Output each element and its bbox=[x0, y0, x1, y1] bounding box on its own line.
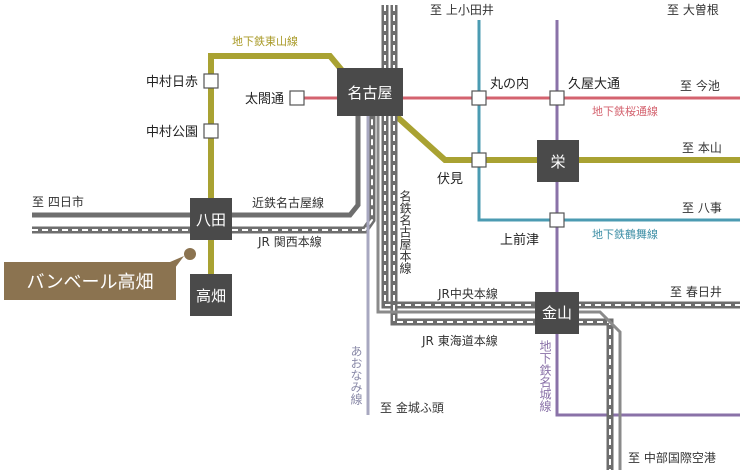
station-kamimaezu[interactable] bbox=[549, 212, 565, 228]
station-kanayama[interactable]: 金山 bbox=[535, 292, 579, 334]
dest-yokkaichi: 至 四日市 bbox=[32, 194, 84, 209]
station-nakamura-nisseki[interactable] bbox=[203, 73, 219, 89]
label-jr-chuo-line: JR中央本線 bbox=[437, 286, 498, 301]
dest-kinjo-futo: 至 金城ふ頭 bbox=[380, 400, 444, 415]
label-sakura-line: 地下鉄桜通線 bbox=[592, 104, 658, 118]
station-takabata[interactable]: 高畑 bbox=[190, 274, 232, 316]
label-tsurumai-line: 地下鉄鶴舞線 bbox=[592, 227, 658, 241]
dest-motoyama: 至 本山 bbox=[682, 141, 722, 155]
label-higashiyama-line: 地下鉄東山線 bbox=[232, 34, 298, 48]
label-marunouchi: 丸の内 bbox=[490, 76, 529, 92]
label-hisaya-odori: 久屋大通 bbox=[568, 77, 620, 92]
station-hisaya-odori[interactable] bbox=[549, 90, 565, 106]
tsurumai-line bbox=[477, 20, 740, 222]
label-nakamura-nisseki: 中村日赤 bbox=[146, 75, 198, 90]
property-location-marker bbox=[184, 248, 196, 260]
dest-ozone: 至 大曽根 bbox=[667, 2, 719, 17]
label-kamimaezu: 上前津 bbox=[500, 232, 539, 248]
label-fushimi: 伏見 bbox=[437, 172, 463, 187]
label-meitetsu-line: 名鉄名古屋本線 bbox=[398, 189, 412, 274]
station-sakae-label: 栄 bbox=[550, 153, 565, 171]
station-marunouchi[interactable] bbox=[471, 90, 487, 106]
station-nagoya-label: 名古屋 bbox=[347, 84, 392, 102]
station-takabata-label: 高畑 bbox=[196, 287, 226, 305]
label-kintetsu-line: 近鉄名古屋線 bbox=[252, 195, 324, 210]
label-meijo-line: 地下鉄名城線 bbox=[538, 340, 552, 412]
property-callout[interactable]: バンベール高畑 bbox=[4, 248, 196, 300]
label-aonami-line: あおなみ線 bbox=[349, 345, 363, 405]
station-kanayama-label: 金山 bbox=[542, 304, 572, 322]
meitetsu-line bbox=[376, 115, 622, 470]
station-sakae[interactable]: 栄 bbox=[537, 140, 579, 182]
label-jr-tokaido-line: JR 東海道本線 bbox=[421, 333, 498, 348]
jr-tokaido-line bbox=[390, 5, 614, 470]
label-taiko-dori: 太閤通 bbox=[245, 92, 284, 107]
callout-box bbox=[4, 262, 176, 300]
dest-kamiotai: 至 上小田井 bbox=[430, 3, 494, 17]
station-nakamura-koen[interactable] bbox=[203, 123, 219, 139]
station-fushimi[interactable] bbox=[471, 152, 487, 168]
station-nagoya[interactable]: 名古屋 bbox=[337, 68, 403, 116]
station-hatta[interactable]: 八田 bbox=[190, 198, 232, 240]
station-taiko-dori[interactable] bbox=[289, 90, 305, 106]
dest-airport: 至 中部国際空港 bbox=[628, 450, 716, 465]
station-hatta-label: 八田 bbox=[196, 211, 226, 229]
dest-yagoto: 至 八事 bbox=[682, 201, 722, 215]
callout-property-name: バンベール高畑 bbox=[27, 272, 154, 293]
dest-kasugai: 至 春日井 bbox=[670, 285, 722, 299]
dest-imaike: 至 今池 bbox=[680, 78, 720, 93]
label-jr-kansai-line: JR 関西本線 bbox=[257, 234, 322, 249]
label-nakamura-koen: 中村公園 bbox=[146, 125, 198, 140]
